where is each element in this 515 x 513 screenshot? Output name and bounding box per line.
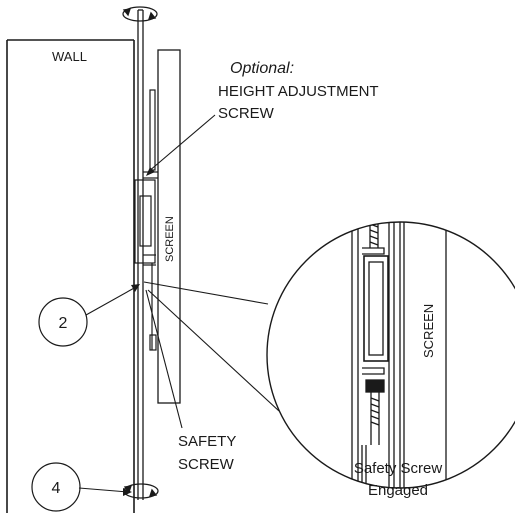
wall-label: WALL: [52, 49, 87, 64]
height-adjustment-leader: [147, 114, 216, 173]
mount-rail: [137, 9, 144, 500]
callout-4: 4: [31, 462, 81, 512]
screen-label: SCREEN: [164, 216, 176, 262]
optional-label: Optional:: [230, 60, 294, 77]
rotate-arrow-icon-top: [122, 6, 158, 22]
safety-screw-label: SAFETY: [178, 433, 236, 450]
wall: [6, 39, 135, 513]
safety-screw-label-2: SCREW: [178, 456, 235, 473]
callout-2: 2: [38, 297, 88, 347]
rotate-arrow-icon-bottom: [123, 483, 159, 499]
callout-2-label: 2: [59, 315, 68, 332]
detail-screen-label: SCREEN: [421, 304, 436, 358]
height-adjustment-label-2: SCREW: [218, 105, 275, 122]
arrowhead-icon: [131, 284, 140, 292]
bracket-assembly: [134, 89, 158, 351]
engaged-caption-2: Engaged: [368, 482, 428, 499]
callout-2-leader: [85, 286, 137, 316]
screen-panel: [157, 49, 181, 404]
safety-screw-leader: [145, 289, 183, 429]
detail-leaders: [143, 281, 280, 412]
height-adjustment-label: HEIGHT ADJUSTMENT: [218, 83, 379, 100]
arrowhead-icon: [146, 167, 155, 176]
detail-view: [266, 221, 515, 489]
arrowhead-icon: [123, 488, 132, 496]
engaged-caption: Safety Screw: [354, 460, 443, 477]
callout-4-leader: [78, 487, 129, 493]
callout-4-label: 4: [52, 480, 61, 497]
